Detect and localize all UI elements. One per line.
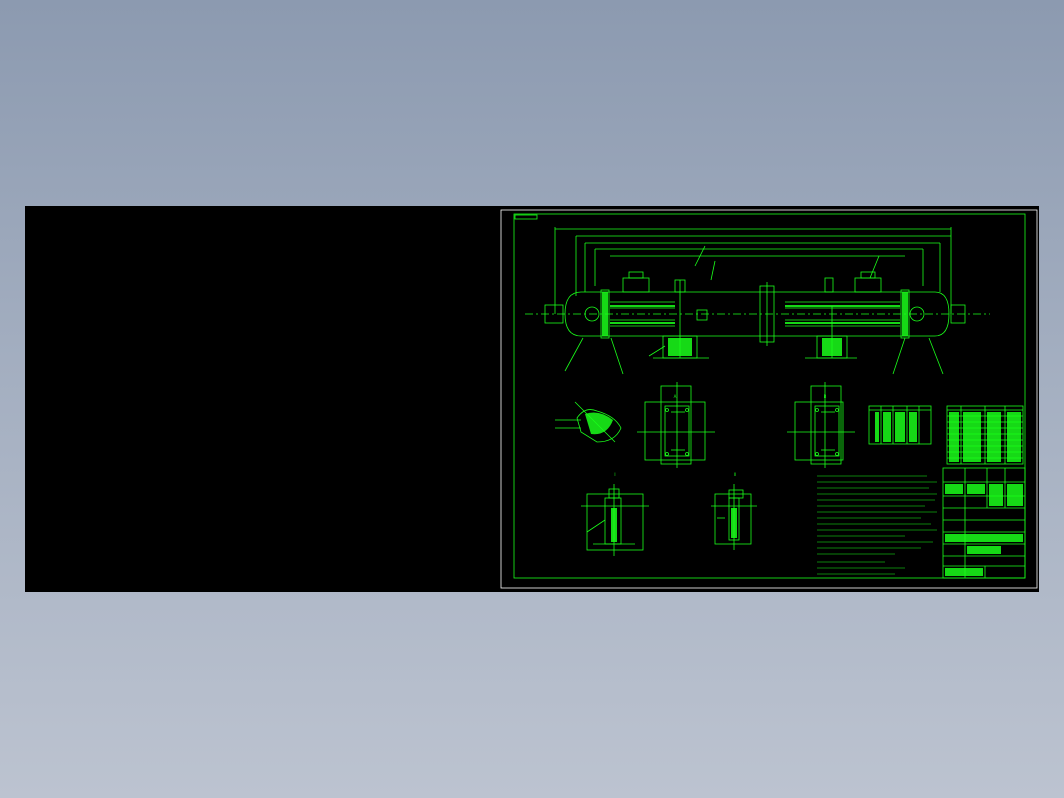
section-a-detail <box>637 382 715 468</box>
section-label-i: I <box>614 472 615 477</box>
section-labels: A B I II <box>614 394 826 477</box>
sheet-tag-box <box>514 214 538 220</box>
section-b-detail <box>787 382 855 468</box>
section-label-a: A <box>674 394 677 399</box>
sheet-outer-frame <box>500 209 1038 589</box>
section-ii-detail <box>711 484 757 550</box>
section-label-ii: II <box>734 472 736 477</box>
sheet-inner-frame <box>513 213 1026 579</box>
title-block <box>942 467 1026 579</box>
technical-notes <box>817 475 937 575</box>
section-label-b: B <box>824 394 827 399</box>
drawing-viewport[interactable]: A B I II <box>25 206 1039 592</box>
nozzle-table <box>868 405 932 445</box>
heat-exchanger-elevation <box>525 227 990 375</box>
cad-drawing: A B I II <box>500 209 1038 589</box>
